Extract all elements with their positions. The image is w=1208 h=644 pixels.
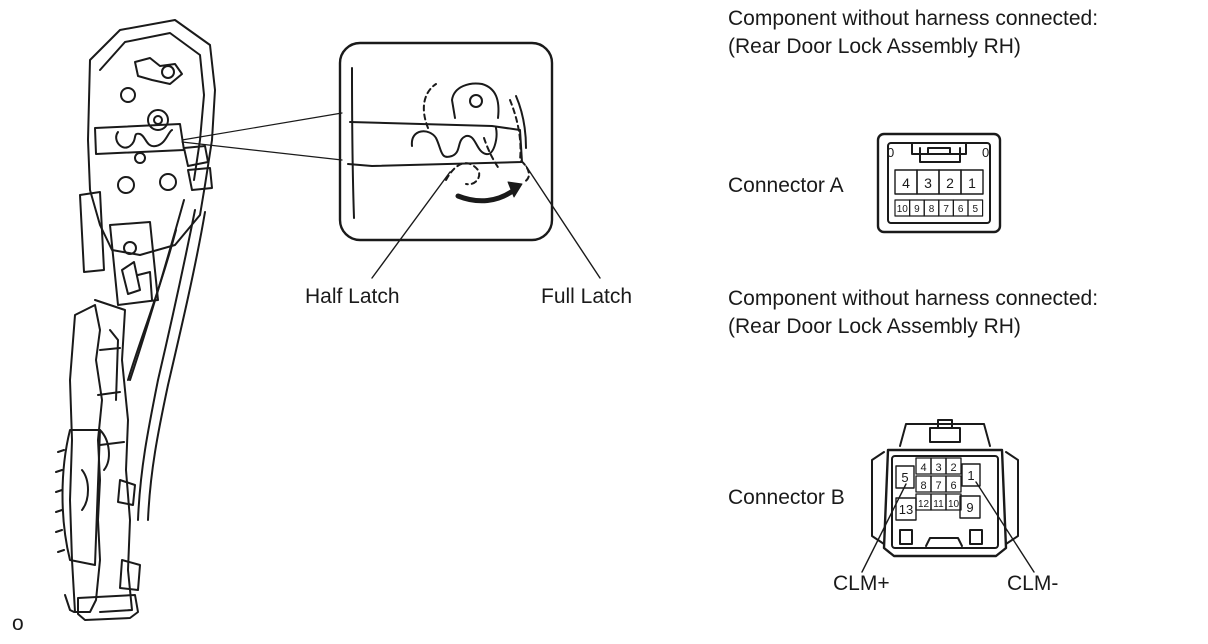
connector-a-heading-line2: (Rear Door Lock Assembly RH) <box>728 35 1021 58</box>
connector-b-pin: 1 <box>967 468 974 483</box>
connector-a-pin: 7 <box>943 204 949 215</box>
connector-b-heading-line1: Component without harness connected: <box>728 287 1099 310</box>
connector-a-mark-right: 0 <box>982 145 989 160</box>
connector-b-pin: 11 <box>933 499 944 510</box>
clm-plus-label: CLM+ <box>833 572 890 595</box>
connector-a-drawing <box>876 132 1002 234</box>
connector-a-pin: 4 <box>902 175 910 191</box>
connector-a-bottom-row <box>894 199 984 217</box>
connector-a-pin: 3 <box>924 175 932 191</box>
connector-a-pin: 1 <box>968 175 976 191</box>
connector-b-heading-line2: (Rear Door Lock Assembly RH) <box>728 315 1021 338</box>
connector-b-pin: 12 <box>918 499 930 510</box>
connector-b-pin: 7 <box>935 480 941 492</box>
connector-a-pin: 2 <box>946 175 954 191</box>
connector-a-heading-line1: Component without harness connected: <box>728 7 1099 30</box>
connector-a-pin: 8 <box>929 204 935 215</box>
connector-b-pin: 10 <box>948 499 960 510</box>
clm-minus-label: CLM- <box>1007 572 1059 595</box>
connector-a-pin: 5 <box>973 204 979 215</box>
connector-b-name: Connector B <box>728 486 845 509</box>
connector-a-name: Connector A <box>728 174 844 197</box>
latch-zoom-detail <box>347 67 601 279</box>
connector-a-top-row <box>894 169 984 195</box>
connector-b-pin: 4 <box>920 462 926 474</box>
connector-b-pin: 3 <box>935 462 941 474</box>
connector-a-pin: 9 <box>914 204 920 215</box>
connector-b-pin: 2 <box>950 462 956 474</box>
connector-b-pin: 8 <box>920 480 926 492</box>
connector-a-mark-left: 0 <box>887 145 894 160</box>
full-latch-label: Full Latch <box>541 285 633 308</box>
figure-code: o <box>12 612 24 635</box>
connector-b-pin: 6 <box>950 480 956 492</box>
connector-a-pin: 10 <box>897 204 909 215</box>
latch-zoom-callout <box>181 41 554 242</box>
connector-a-pin: 6 <box>958 204 964 215</box>
connector-b-pin: 5 <box>901 470 908 485</box>
connector-b-pin: 13 <box>899 502 913 517</box>
connector-b-pin: 9 <box>966 500 973 515</box>
door-lock-assembly-drawing <box>55 19 216 621</box>
half-latch-label: Half Latch <box>305 285 400 308</box>
connector-b-drawing <box>861 419 1035 573</box>
